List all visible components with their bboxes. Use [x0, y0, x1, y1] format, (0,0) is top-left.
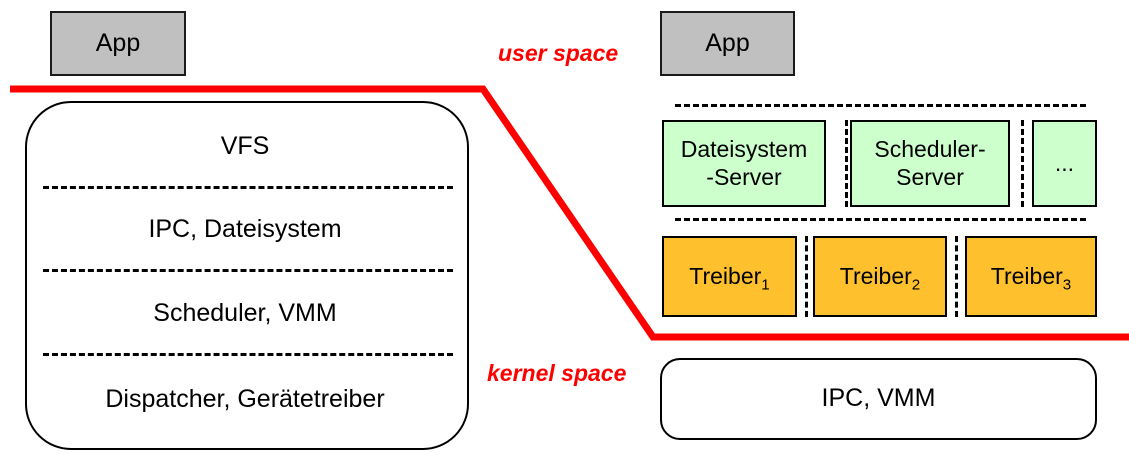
- server-label-line2: -Server: [706, 163, 782, 190]
- left-app-label: App: [95, 28, 141, 57]
- microkernel-label: IPC, VMM: [821, 384, 936, 413]
- server-separator-1: [845, 120, 848, 207]
- kernel-separator-2: [43, 269, 453, 272]
- server-box-ellipsis: ...: [1032, 120, 1097, 207]
- server-label-line2: Server: [896, 163, 964, 190]
- driver-label-treiber-3: Treiber3: [990, 262, 1072, 294]
- kernel-layer-vfs: VFS: [220, 132, 270, 160]
- kernel-layer-ipc-dateisystem: IPC, Dateisystem: [148, 215, 342, 243]
- server-label-ellipsis: ...: [1054, 149, 1075, 176]
- server-separator-2: [1021, 120, 1024, 207]
- server-label-line1: Dateisystem: [680, 136, 808, 163]
- right-app-box: App: [660, 11, 795, 76]
- server-label-line1: Scheduler-: [874, 136, 986, 163]
- user-space-label: user space: [498, 40, 619, 66]
- driver-box-treiber-1: Treiber1: [662, 236, 797, 317]
- driver-box-treiber-3: Treiber3: [965, 236, 1097, 317]
- kernel-layer-dispatcher-geraetetreiber: Dispatcher, Gerätetreiber: [105, 385, 385, 413]
- left-app-box: App: [50, 11, 186, 76]
- server-label-dateisystem: Dateisystem -Server: [681, 136, 808, 190]
- driver-label-treiber-1: Treiber1: [689, 262, 770, 294]
- driver-box-treiber-2: Treiber2: [813, 236, 947, 317]
- driver-separator-1: [805, 236, 808, 317]
- driver-label-treiber-2: Treiber2: [839, 262, 921, 294]
- server-label-scheduler: Scheduler- Server: [874, 136, 985, 190]
- kernel-separator-3: [43, 353, 453, 356]
- kernel-separator-1: [43, 186, 453, 189]
- server-row-top-separator: [675, 104, 1086, 107]
- driver-separator-2: [955, 236, 958, 317]
- microkernel-box: IPC, VMM: [660, 358, 1097, 440]
- server-box-dateisystem: Dateisystem -Server: [662, 120, 826, 207]
- kernel-layer-scheduler-vmm: Scheduler, VMM: [153, 299, 337, 327]
- kernel-space-label: kernel space: [487, 360, 627, 386]
- right-app-label: App: [705, 28, 750, 57]
- server-box-scheduler: Scheduler- Server: [850, 120, 1010, 207]
- server-row-bottom-separator: [675, 218, 1086, 221]
